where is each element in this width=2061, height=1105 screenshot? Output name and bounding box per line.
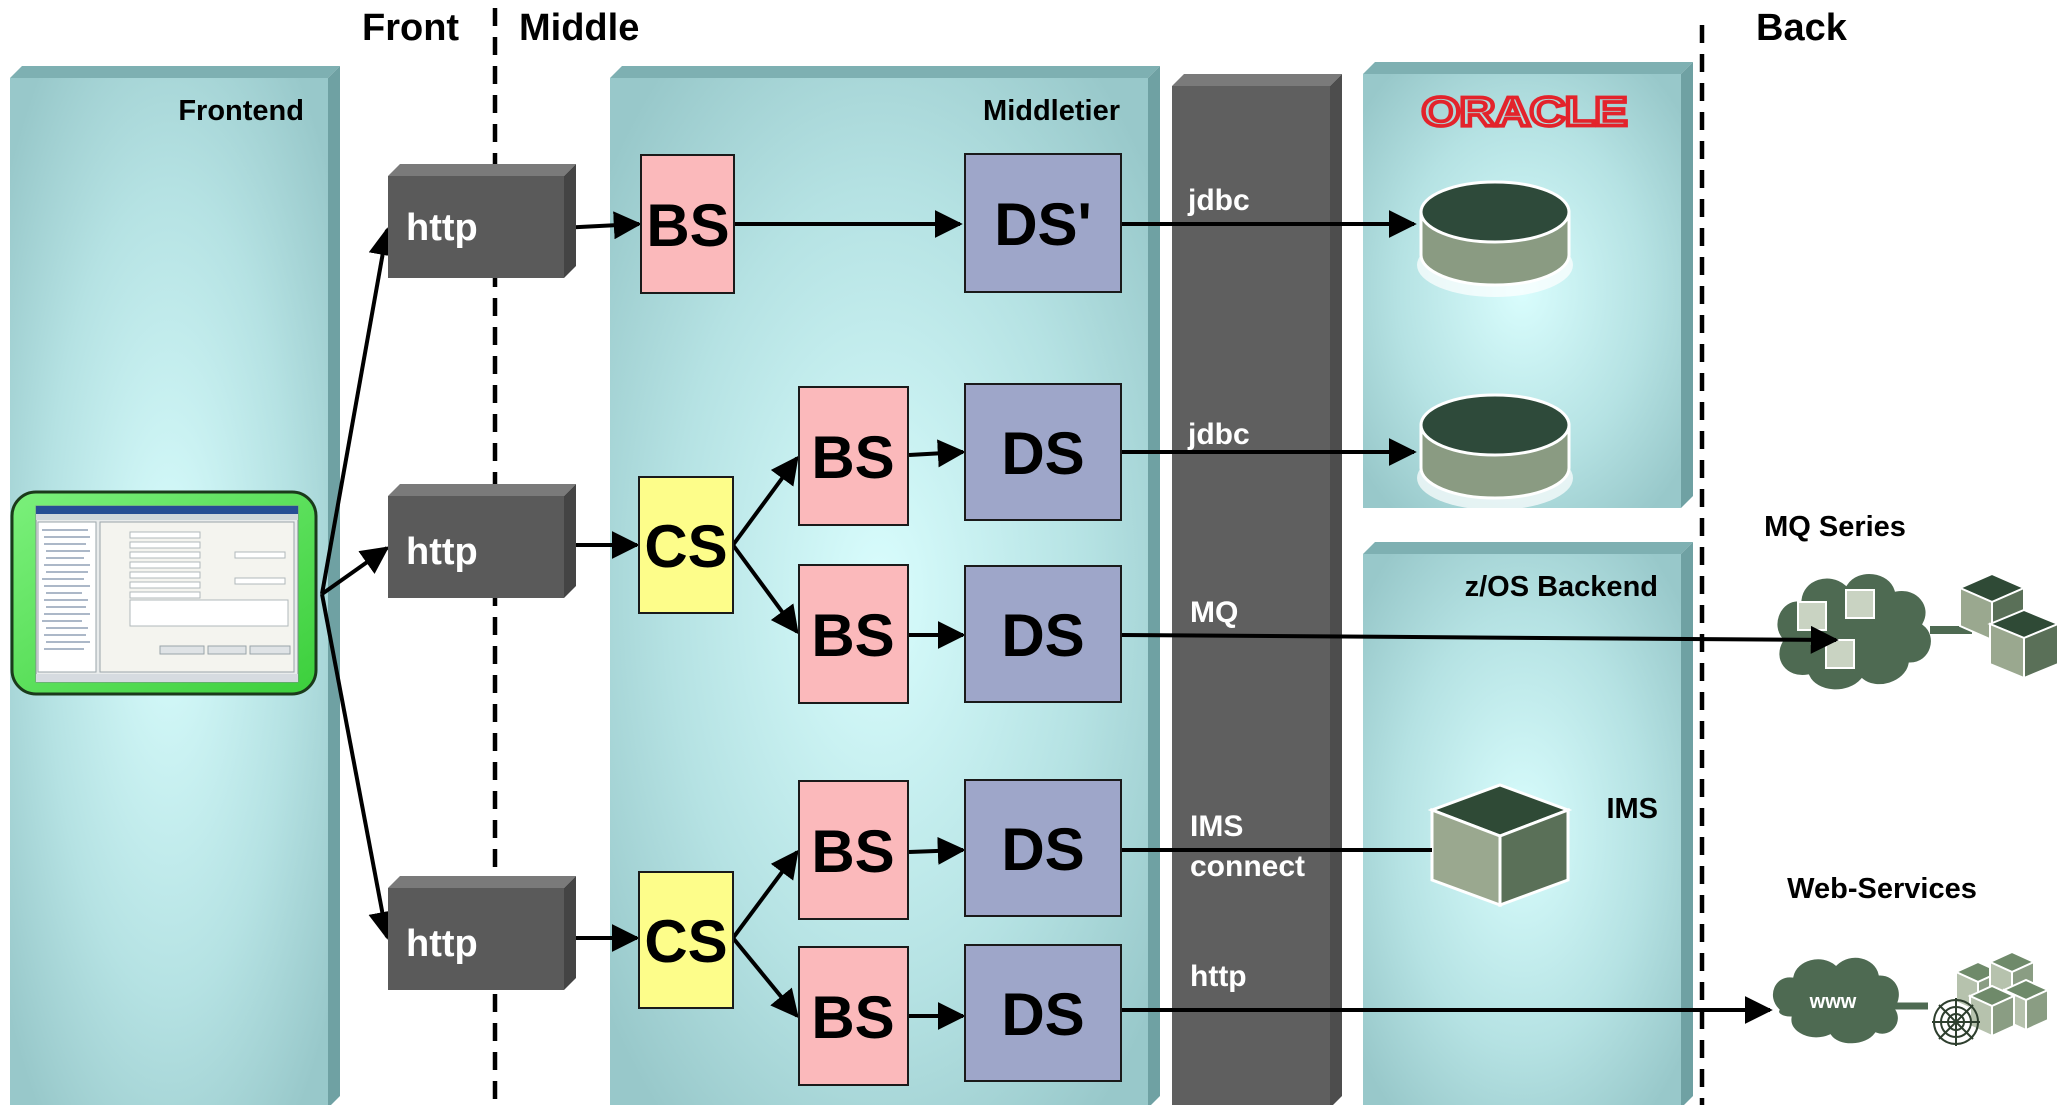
bs-box-label: BS	[811, 818, 894, 885]
section-front-label: Front	[362, 7, 459, 49]
http-box-label: http	[406, 207, 478, 249]
http-box-label: http	[406, 923, 478, 965]
web-services-label: Web-Services	[1787, 873, 1977, 905]
bs-box-label: BS	[811, 424, 894, 491]
arrow-ds3-mq	[1121, 625, 1839, 654]
ds-box	[964, 565, 1122, 703]
bs-box	[798, 386, 909, 526]
bs-box	[798, 780, 909, 920]
oracle-logo: ORACLE	[1421, 89, 1626, 135]
http-box-label: http	[406, 531, 478, 573]
connector-bar	[1172, 74, 1342, 1105]
mq-series-cloud-icon	[1774, 571, 1972, 693]
database-icon	[1417, 393, 1573, 510]
ims-connect-label-line1: IMS	[1190, 810, 1243, 843]
bs-box	[798, 564, 909, 704]
ds-box-label: DS	[1001, 602, 1084, 669]
middletier-label: Middletier	[983, 95, 1120, 127]
arrow-bs4-ds4	[908, 836, 966, 865]
ims-label: IMS	[1606, 793, 1658, 825]
cs-box	[638, 476, 734, 614]
ds-box-label: DS	[1001, 816, 1084, 883]
bs-box-label: BS	[646, 192, 729, 259]
arrow-cs2-bs5	[731, 936, 799, 1019]
frontend-app-screenshot	[10, 490, 318, 696]
zos-backend-label: z/OS Backend	[1465, 571, 1658, 603]
ds-box-label: DS	[1001, 420, 1084, 487]
bs-box-label: BS	[811, 602, 894, 669]
web-service-cubes-icon	[1953, 950, 2051, 1038]
arrow-frontend-http3	[320, 593, 397, 940]
www-cloud-icon	[1770, 954, 1928, 1047]
http-box	[388, 164, 576, 278]
www-label: www	[1809, 991, 1857, 1013]
bs-box	[640, 154, 735, 294]
cs-box-label: CS	[644, 908, 727, 975]
ims-cube-icon	[1427, 783, 1573, 908]
http-box	[388, 876, 576, 990]
mq-server-cube-icon	[1957, 572, 2061, 680]
arrow-cs1-bs3	[731, 543, 799, 635]
ims-connect-label-line2: connect	[1190, 850, 1305, 883]
bs-box-label: BS	[811, 984, 894, 1051]
mq-series-label: MQ Series	[1764, 511, 1906, 543]
section-middle-label: Middle	[519, 7, 639, 49]
jdbc-label: jdbc	[1187, 184, 1250, 217]
http-connection-label: http	[1190, 960, 1247, 993]
ds-box	[964, 944, 1122, 1082]
cs-box	[638, 871, 734, 1009]
ds-box	[964, 153, 1122, 293]
frontend-label: Frontend	[178, 95, 304, 127]
arrow-frontend-http1	[320, 227, 397, 595]
ds-box-label: DS	[1001, 981, 1084, 1048]
cs-box-label: CS	[644, 513, 727, 580]
database-icon	[1417, 180, 1573, 297]
arrow-bs2-ds2	[908, 439, 966, 468]
arrow-frontend-http2	[320, 546, 390, 596]
mq-label: MQ	[1190, 596, 1238, 629]
jdbc-label: jdbc	[1187, 418, 1250, 451]
section-back-label: Back	[1756, 7, 1848, 49]
ds-box	[964, 383, 1122, 521]
ds-box-label: DS'	[994, 191, 1092, 258]
ds-box	[964, 779, 1122, 917]
arrow-cs2-bs4	[731, 849, 799, 940]
http-box	[388, 484, 576, 598]
arrow-cs1-bs2	[731, 455, 799, 547]
spider-web-icon	[1932, 998, 1980, 1046]
bs-box	[798, 946, 909, 1086]
